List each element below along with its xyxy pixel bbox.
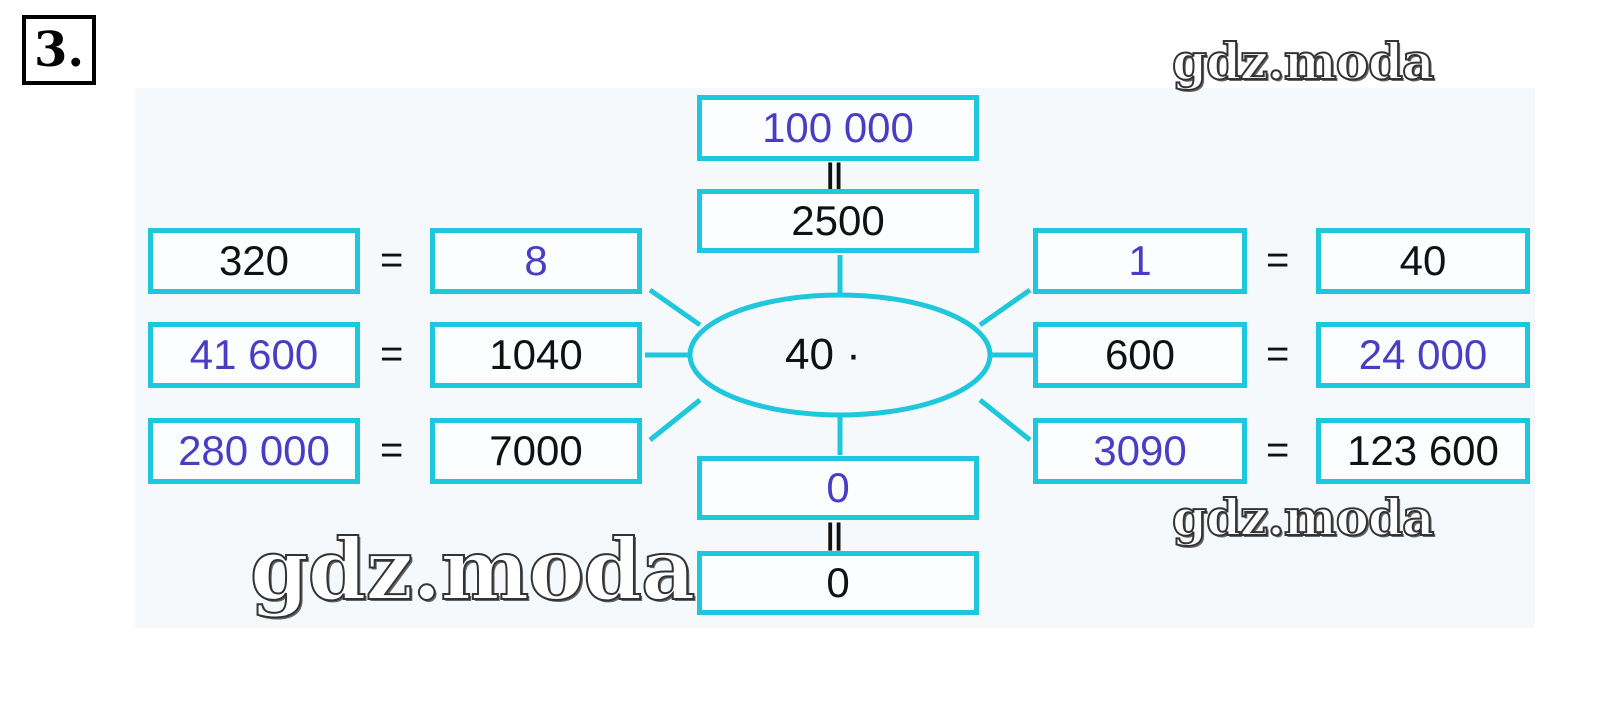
right-row1-a: 1	[1033, 228, 1247, 294]
left-row1-a: 320	[148, 228, 360, 294]
equals-sign: =	[1266, 332, 1290, 376]
watermark-top-right: gdz.moda	[1171, 31, 1435, 92]
center-third-box: 0	[697, 456, 979, 520]
equals-sign: =	[1266, 238, 1290, 282]
parallel-sign: ||	[826, 518, 843, 551]
parallel-sign: ||	[826, 158, 843, 191]
equals-sign: =	[380, 332, 404, 376]
left-row3-b: 7000	[430, 418, 642, 484]
left-row3-a: 280 000	[148, 418, 360, 484]
right-row3-b: 123 600	[1316, 418, 1530, 484]
left-row1-b: 8	[430, 228, 642, 294]
right-row2-b: 24 000	[1316, 322, 1530, 388]
center-top-box: 100 000	[697, 95, 979, 161]
diagram-background	[135, 88, 1535, 628]
center-bottom-box: 0	[697, 551, 979, 615]
center-second-box: 2500	[697, 189, 979, 253]
equals-sign: =	[1266, 428, 1290, 472]
right-row2-a: 600	[1033, 322, 1247, 388]
right-row3-a: 3090	[1033, 418, 1247, 484]
watermark-bottom-left: gdz.moda	[249, 519, 696, 620]
watermark-bottom-right: gdz.moda	[1171, 487, 1435, 548]
equals-sign: =	[380, 428, 404, 472]
equals-sign: =	[380, 238, 404, 282]
right-row1-b: 40	[1316, 228, 1530, 294]
left-row2-a: 41 600	[148, 322, 360, 388]
left-row2-b: 1040	[430, 322, 642, 388]
exercise-number: 3.	[22, 15, 96, 85]
center-label: 40 ·	[785, 330, 861, 379]
